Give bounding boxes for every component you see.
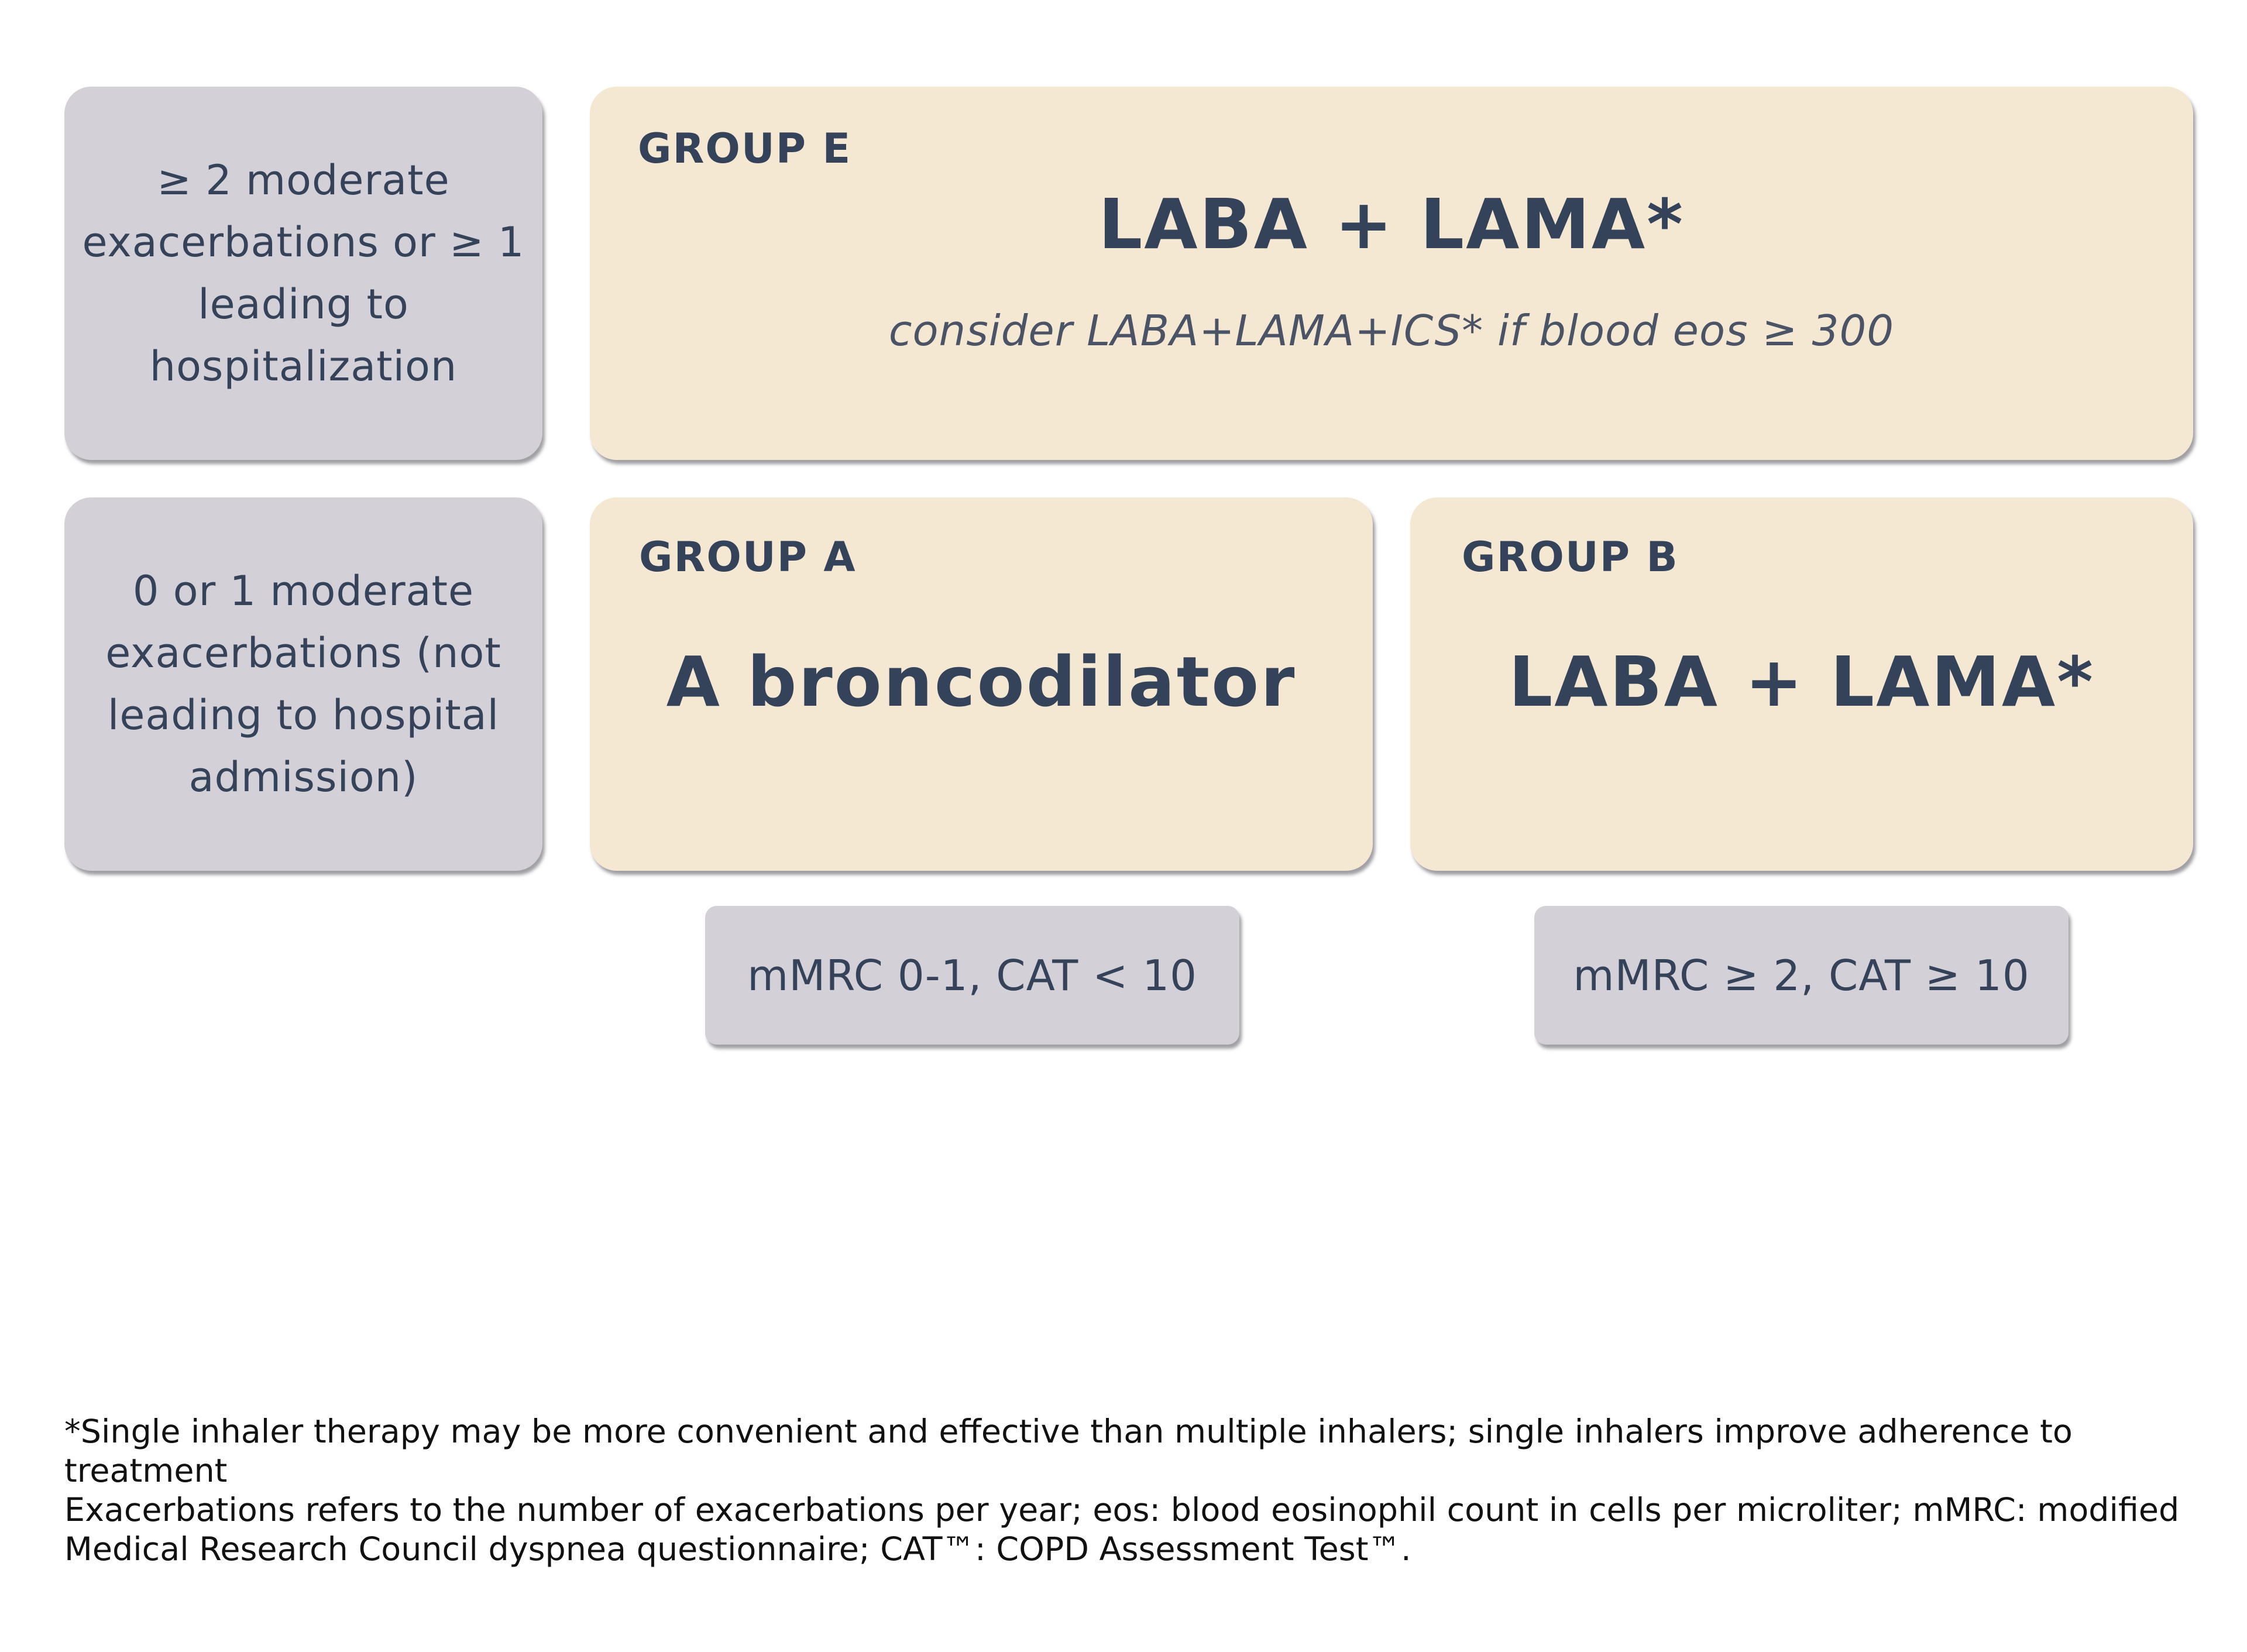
group-e-treatment: LABA + LAMA*: [1098, 184, 1685, 265]
column-label-low-symptoms: mMRC 0-1, CAT < 10: [705, 906, 1239, 1045]
footnotes: *Single inhaler therapy may be more conv…: [64, 1412, 2194, 1569]
group-a-box: GROUP A A broncodilator: [590, 497, 1373, 871]
group-a-treatment: A broncodilator: [666, 641, 1297, 722]
row-label-high-exacerbation: ≥ 2 moderate exacerbations or ≥ 1 leadin…: [64, 87, 542, 460]
group-b-box: GROUP B LABA + LAMA*: [1410, 497, 2193, 871]
row-label-low-exacerbation-text: 0 or 1 moderate exacerbations (not leadi…: [105, 567, 501, 801]
row-label-low-exacerbation: 0 or 1 moderate exacerbations (not leadi…: [64, 497, 542, 871]
footnote-single-inhaler: *Single inhaler therapy may be more conv…: [64, 1413, 2073, 1490]
group-a-label: GROUP A: [639, 533, 857, 581]
group-e-label: GROUP E: [638, 125, 852, 173]
group-e-box: GROUP E LABA + LAMA* consider LABA+LAMA+…: [590, 87, 2193, 460]
column-label-low-symptoms-text: mMRC 0-1, CAT < 10: [747, 950, 1197, 1000]
row-label-high-exacerbation-text: ≥ 2 moderate exacerbations or ≥ 1 leadin…: [82, 156, 525, 390]
group-b-label: GROUP B: [1462, 533, 1679, 581]
group-e-note: consider LABA+LAMA+ICS* if blood eos ≥ 3…: [888, 306, 1895, 355]
column-label-high-symptoms-text: mMRC ≥ 2, CAT ≥ 10: [1573, 950, 2030, 1000]
footnote-abbreviations: Exacerbations refers to the number of ex…: [64, 1491, 2180, 1568]
column-label-high-symptoms: mMRC ≥ 2, CAT ≥ 10: [1534, 906, 2069, 1045]
group-b-treatment: LABA + LAMA*: [1509, 641, 2095, 722]
